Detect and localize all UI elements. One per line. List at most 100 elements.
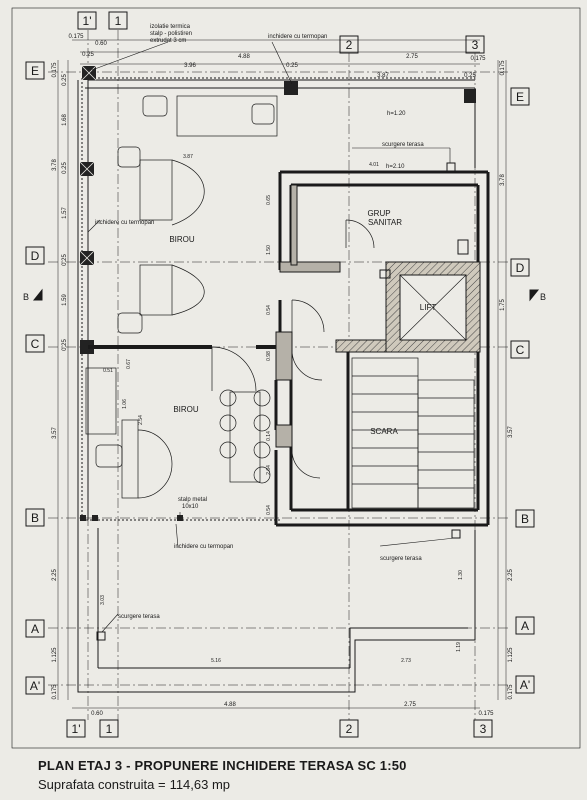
- dim-left-157: 1.57: [62, 207, 68, 219]
- built-area-value: 114,63 mp: [169, 777, 231, 792]
- built-area-label: Suprafata construita =: [38, 777, 166, 792]
- dim-int-051: 0.51: [103, 368, 113, 374]
- section-marker: [32, 288, 540, 302]
- axis-label-bottom-1: 1: [106, 722, 113, 736]
- dim-int-264: 2.64: [266, 465, 272, 475]
- dim-int-130: 1.30: [458, 570, 464, 580]
- room-birou-upper: BIROU: [169, 235, 195, 244]
- dim-left-025-d: 0.25: [62, 339, 68, 351]
- note-inchidere-bottom: inchidere cu termopan: [174, 544, 233, 550]
- axis-label-left-A: A: [31, 622, 39, 636]
- dim-right-0175-b: 0.175: [508, 684, 514, 700]
- axis-bubbles-left: [25, 61, 45, 695]
- furniture-lower-office: [85, 367, 271, 499]
- lift-shaft: [335, 261, 481, 353]
- dim-top-0175-right: 0.175: [470, 56, 486, 62]
- door-swings: [211, 219, 375, 479]
- dim-left-025-a: 0.25: [62, 74, 68, 86]
- leader-lines: [87, 41, 456, 633]
- note-inchidere-top: inchidere cu termopan: [268, 34, 327, 40]
- dim-right-357: 3.57: [508, 426, 514, 438]
- axis-label-top-1: 1: [115, 14, 122, 28]
- axis-label-right-E: E: [516, 90, 524, 104]
- axis-label-top-3: 3: [472, 38, 479, 52]
- axis-label-left-B: B: [31, 511, 39, 525]
- note-h210: h=2.10: [386, 164, 405, 170]
- floor-plan-drawing: 1' 1 2 3 1' 1 2 3 E D C B A A': [11, 7, 581, 749]
- dim-left-1125: 1.125: [52, 647, 58, 663]
- dim-int-303: 3.03: [100, 595, 106, 605]
- note-h120: h=1.20: [387, 111, 406, 117]
- terrace-drains: [96, 162, 469, 641]
- dim-right-0175: 0.175: [500, 60, 506, 76]
- note-stalp-1: stalp metal: [178, 497, 207, 503]
- dim-int-014: 0.14: [266, 431, 272, 441]
- axis-label-right-Aprime: A': [520, 678, 530, 692]
- dim-bottom-0175: 0.175: [478, 711, 494, 717]
- dim-right-1125: 1.125: [508, 647, 514, 663]
- dim-bottom-060: 0.60: [91, 711, 103, 717]
- dim-int-254: 2.54: [138, 415, 144, 425]
- room-birou-lower: BIROU: [173, 405, 199, 414]
- axis-label-left-C: C: [31, 337, 40, 351]
- axis-label-bottom-3: 3: [480, 722, 487, 736]
- axis-label-top-2: 2: [346, 38, 353, 52]
- dim-left-025-c: 0.25: [62, 254, 68, 266]
- dim-left-025-b: 0.25: [62, 162, 68, 174]
- stair-flights: [351, 357, 475, 509]
- dim-bottom-275: 2.75: [404, 702, 416, 708]
- column-crosses: [79, 65, 97, 266]
- partition-walls: [275, 184, 341, 448]
- dim-int-150: 1.50: [266, 245, 272, 255]
- dim-top-060: 0.60: [95, 41, 107, 47]
- dim-int-065: 0.65: [266, 195, 272, 205]
- axis-bubbles-bottom: [66, 719, 493, 738]
- note-scurgere-2: scurgere terasa: [380, 556, 422, 562]
- axis-label-bottom-1prime: 1': [72, 722, 81, 736]
- note-izolatie-1: izolatie termica: [150, 24, 191, 30]
- note-izolatie-3: extrudat 3 cm: [150, 38, 186, 44]
- axis-label-left-E: E: [31, 64, 39, 78]
- dim-int-067: 0.67: [126, 359, 132, 369]
- dim-int-106: 1.06: [122, 399, 128, 409]
- note-scurgere-3: scurgere terasa: [118, 614, 160, 620]
- axis-label-right-B: B: [521, 512, 529, 526]
- furniture-upper-office: [117, 95, 278, 334]
- room-scara: SCARA: [370, 427, 398, 436]
- dim-int-401: 4.01: [369, 162, 379, 168]
- dim-detail-025-b: 0.25: [286, 63, 298, 69]
- room-grup-sanitar-2: SANITAR: [368, 218, 402, 227]
- axis-label-top-1prime: 1': [83, 14, 92, 28]
- dim-right-378: 3.78: [500, 174, 506, 186]
- dimension-lines: [57, 39, 507, 709]
- section-label-right: B: [540, 292, 546, 302]
- dim-detail-025-c: 0.25: [464, 73, 476, 79]
- axis-label-right-A: A: [521, 619, 529, 633]
- axis-bubbles-top: [77, 11, 485, 54]
- dim-bottom-488: 4.88: [224, 702, 236, 708]
- dim-top-488: 4.88: [238, 54, 250, 60]
- dim-int-119: 1.19: [456, 642, 462, 652]
- dim-left-225: 2.25: [52, 569, 58, 581]
- dim-left-378: 3.78: [52, 159, 58, 171]
- dim-detail-387: 3.87: [377, 73, 389, 79]
- dim-int-273: 2.73: [401, 658, 411, 664]
- dim-int-098: 0.98: [266, 351, 272, 361]
- dim-left-159: 1.59: [62, 294, 68, 306]
- note-izolatie-2: stalp - polistiren: [150, 31, 192, 37]
- dim-detail-025-a: 0.25: [82, 52, 94, 58]
- dim-int-054: 0.54: [266, 305, 272, 315]
- room-lift: LIFT: [420, 303, 437, 312]
- dim-left-0175-b: 0.175: [52, 684, 58, 700]
- room-grup-sanitar-1: GRUP: [367, 209, 390, 218]
- axis-label-right-C: C: [516, 343, 525, 357]
- axis-label-right-D: D: [516, 261, 525, 275]
- dim-top-0175: 0.175: [68, 34, 84, 40]
- drawing-title: PLAN ETAJ 3 - PROPUNERE INCHIDERE TERASA…: [38, 758, 407, 773]
- note-scurgere-1: scurgere terasa: [382, 142, 424, 148]
- sheet-frame: [11, 7, 581, 749]
- axis-label-left-Aprime: A': [30, 679, 40, 693]
- dim-right-175: 1.75: [500, 299, 506, 311]
- dim-left-357: 3.57: [52, 427, 58, 439]
- built-area-line: Suprafata construita =114,63 mp: [38, 777, 230, 792]
